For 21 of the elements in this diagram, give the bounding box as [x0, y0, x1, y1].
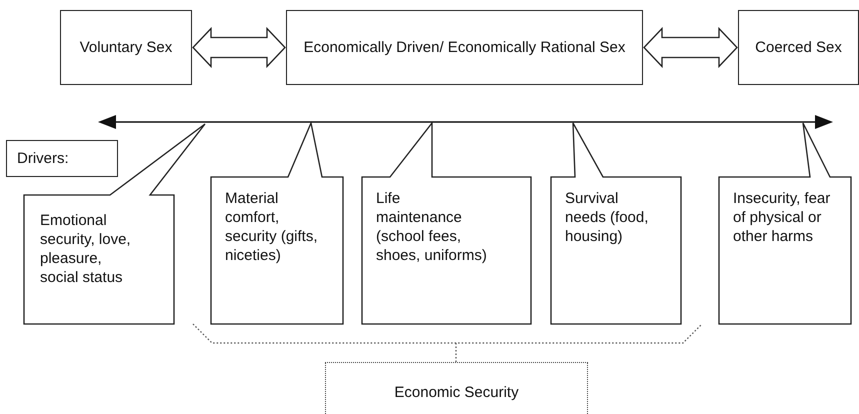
callout-text: Insecurity, fear of physical or other harms — [733, 189, 831, 246]
double-arrow — [192, 26, 286, 68]
callout-text: Life maintenance (school fees, shoes, uniforms) — [376, 189, 488, 265]
callout-box — [362, 123, 531, 324]
category-box — [286, 10, 643, 85]
double-arrow — [643, 26, 738, 68]
box-text: Voluntary Sex — [80, 38, 172, 57]
box-text: Coerced Sex — [755, 38, 842, 57]
box-text: Economic Security — [394, 382, 519, 402]
callout-text: Material comfort, security (gifts, niceties) — [225, 189, 319, 265]
summary-box — [325, 362, 588, 414]
callout-box — [719, 123, 851, 324]
box-text: Economically Driven/ Economically Rational Sex — [304, 38, 626, 57]
box-text: Drivers: — [17, 149, 69, 168]
category-box — [738, 10, 859, 85]
label-box — [6, 140, 118, 177]
category-box — [60, 10, 192, 85]
callout-box — [211, 123, 343, 324]
callout-text: Survival needs (food, housing) — [565, 189, 650, 246]
callout-box — [551, 123, 681, 324]
callout-text: Emotional security, love, pleasure, social status — [40, 211, 132, 287]
